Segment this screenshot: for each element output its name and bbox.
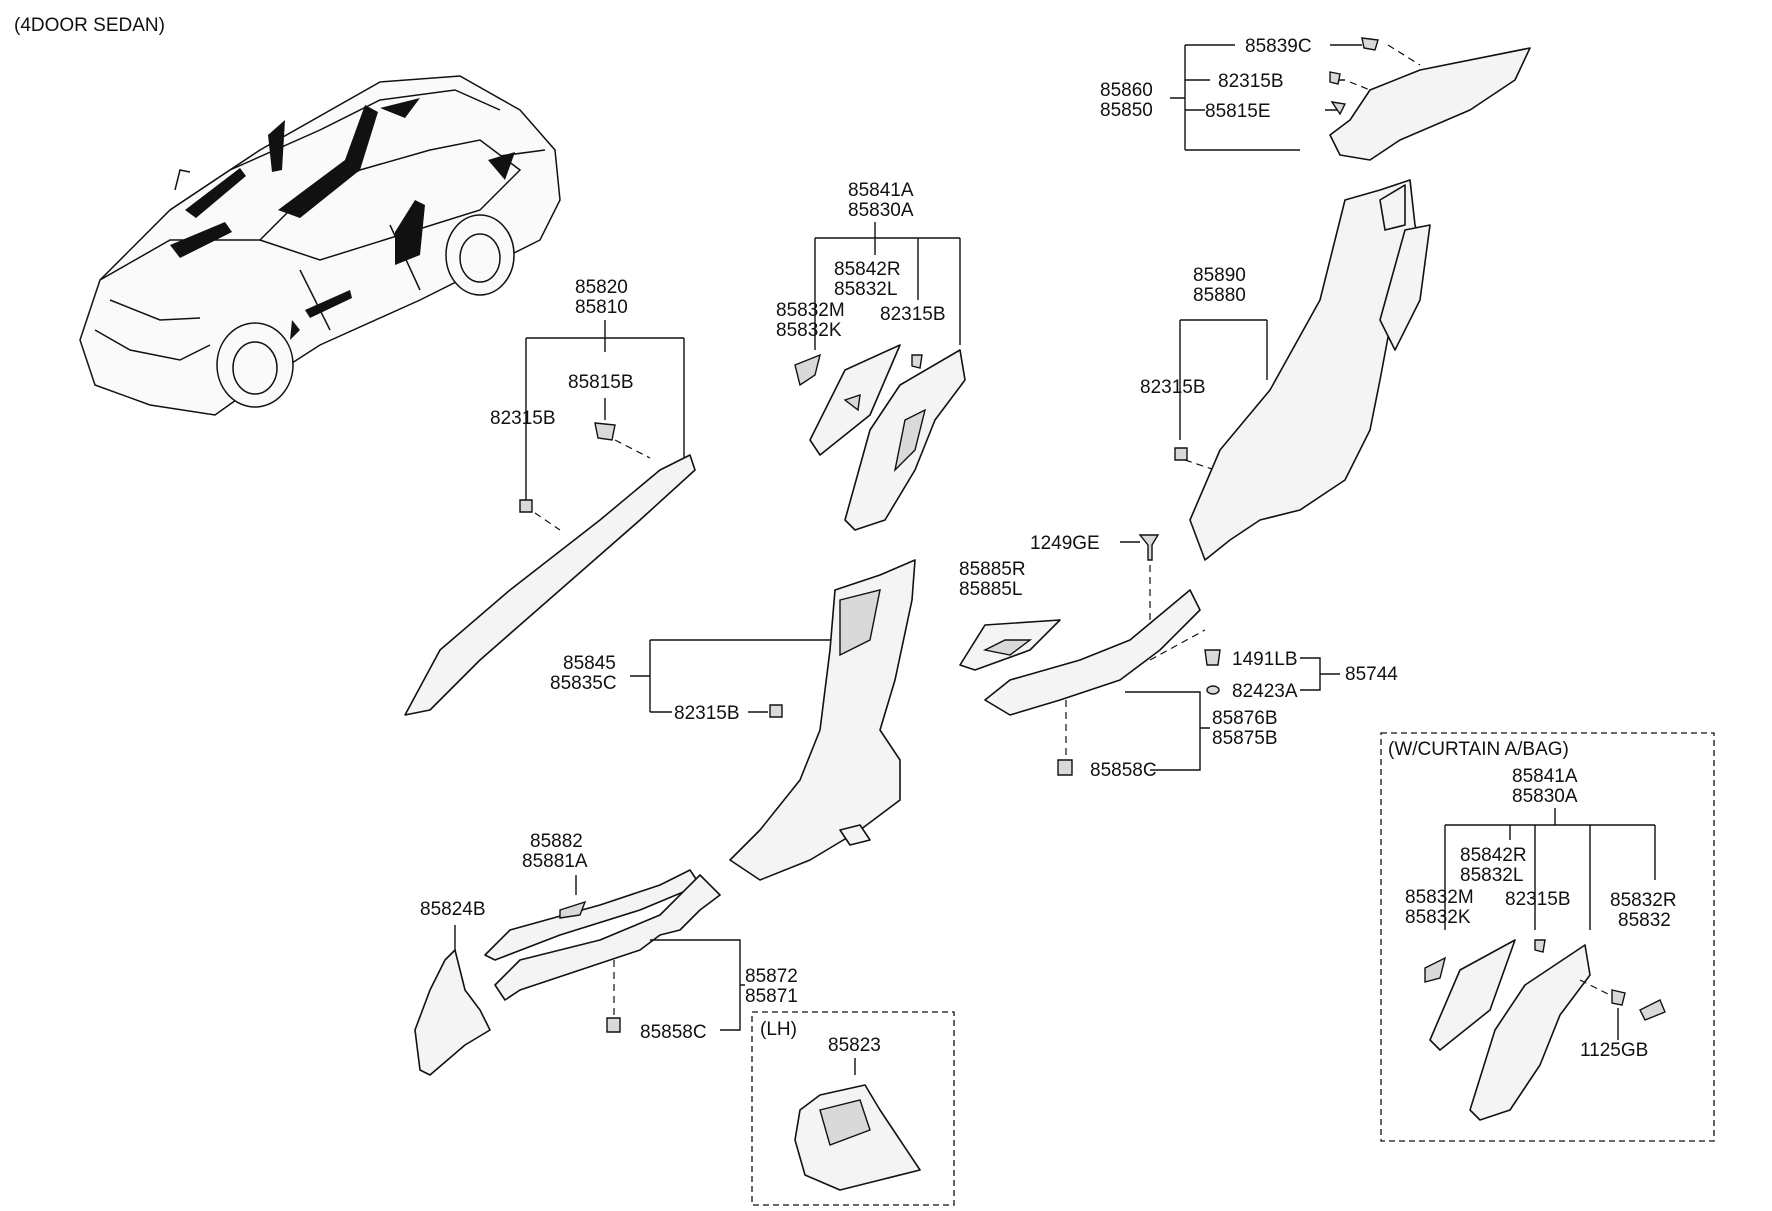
rear-scuff-plate	[984, 589, 1201, 716]
part-label: 85810	[575, 297, 628, 318]
part-label: 85880	[1193, 285, 1246, 306]
part-label: 85824B	[420, 899, 486, 920]
curtain-b-pillar-cover	[1429, 939, 1516, 1051]
part-label: 85860	[1100, 80, 1153, 101]
part-label: 85850	[1100, 100, 1153, 121]
part-label: 85832L	[834, 279, 897, 300]
part-label: 85839C	[1245, 36, 1312, 57]
a-pillar-group: 85820 85810 85815B 82315B	[404, 277, 696, 716]
part-label: 85842R	[834, 259, 901, 280]
rear-sill-group: 85876B 85875B 85858C	[1057, 691, 1278, 781]
c-pillar-upper-trim	[1329, 47, 1531, 161]
front-sill-group: 85882 85881A 85872 85871 85858C 85824B	[414, 831, 798, 1076]
part-label: 85885L	[959, 579, 1022, 600]
part-label: 82315B	[490, 408, 556, 429]
part-label: 1249GE	[1030, 533, 1100, 554]
part-label: 85815B	[568, 372, 634, 393]
part-label: 85832K	[776, 320, 842, 341]
part-label: 85832M	[1405, 887, 1474, 908]
c-pillar-upper-group: 85839C 82315B 85815E 85860 85850	[1100, 36, 1531, 161]
part-label: 85858C	[1090, 760, 1157, 781]
part-label: 85845	[563, 653, 616, 674]
part-label: 85832R	[1610, 890, 1677, 911]
curtain-b-pillar-trim	[1469, 944, 1591, 1121]
a-pillar-trim	[404, 454, 696, 716]
part-label: 85832	[1618, 910, 1671, 931]
part-label: 85871	[745, 986, 798, 1007]
fastener-85744-group: 1491LB 85744 82423A	[1149, 629, 1398, 702]
b-pillar-lower-group: 85845 85835C 82315B	[550, 559, 916, 881]
part-label: 85875B	[1212, 728, 1278, 749]
part-label: 85882	[530, 831, 583, 852]
part-label: 85820	[575, 277, 628, 298]
part-label: 82315B	[1140, 377, 1206, 398]
part-label: 85890	[1193, 265, 1246, 286]
part-label: 85842R	[1460, 845, 1527, 866]
part-label: 85823	[828, 1035, 881, 1056]
front-sill-trim	[494, 874, 721, 1001]
curtain-airbag-box: (W/CURTAIN A/BAG) 85841A 85830A 85842R 8…	[1380, 732, 1715, 1142]
car-illustration	[79, 75, 561, 416]
part-label: 1125GB	[1580, 1040, 1648, 1061]
part-label: 85832K	[1405, 907, 1471, 928]
b-pillar-upper-group: 85841A 85830A 85842R 85832L 85832M 85832…	[776, 180, 966, 531]
part-label: 85830A	[1512, 786, 1578, 807]
part-label: 82315B	[1218, 71, 1284, 92]
part-label: 85744	[1345, 664, 1398, 685]
scuff-front-group: 1249GE 85885R 85885L	[959, 533, 1201, 716]
part-label: (W/CURTAIN A/BAG)	[1388, 739, 1569, 760]
clip-85832m	[794, 353, 822, 387]
c-pillar-lower-trim	[1189, 179, 1426, 561]
part-label: (LH)	[760, 1019, 797, 1040]
part-label: 85830A	[848, 200, 914, 221]
part-label: 85832M	[776, 300, 845, 321]
lh-box: (LH) 85823	[751, 1011, 955, 1206]
part-label: 82423A	[1232, 681, 1298, 702]
part-label: 1491LB	[1232, 649, 1298, 670]
kick-panel-85824b	[414, 949, 491, 1076]
part-label: 85835C	[550, 673, 617, 694]
part-label: 82315B	[880, 304, 946, 325]
part-label: 85841A	[848, 180, 914, 201]
part-label: 85841A	[1512, 766, 1578, 787]
part-label: 82315B	[674, 703, 740, 724]
b-pillar-lower-trim	[729, 559, 916, 881]
front-scuff-plate	[484, 869, 701, 961]
variant-label: (4DOOR SEDAN)	[14, 15, 165, 36]
part-label: 85872	[745, 966, 798, 987]
part-label: 85885R	[959, 559, 1026, 580]
part-label: 85858C	[640, 1022, 707, 1043]
part-label: 85876B	[1212, 708, 1278, 729]
part-label: 85815E	[1205, 101, 1271, 122]
part-label: 82315B	[1505, 889, 1571, 910]
part-label: 85832L	[1460, 865, 1523, 886]
part-label: 85881A	[522, 851, 588, 872]
c-pillar-lower-group: 85890 85880 82315B	[1140, 179, 1431, 561]
